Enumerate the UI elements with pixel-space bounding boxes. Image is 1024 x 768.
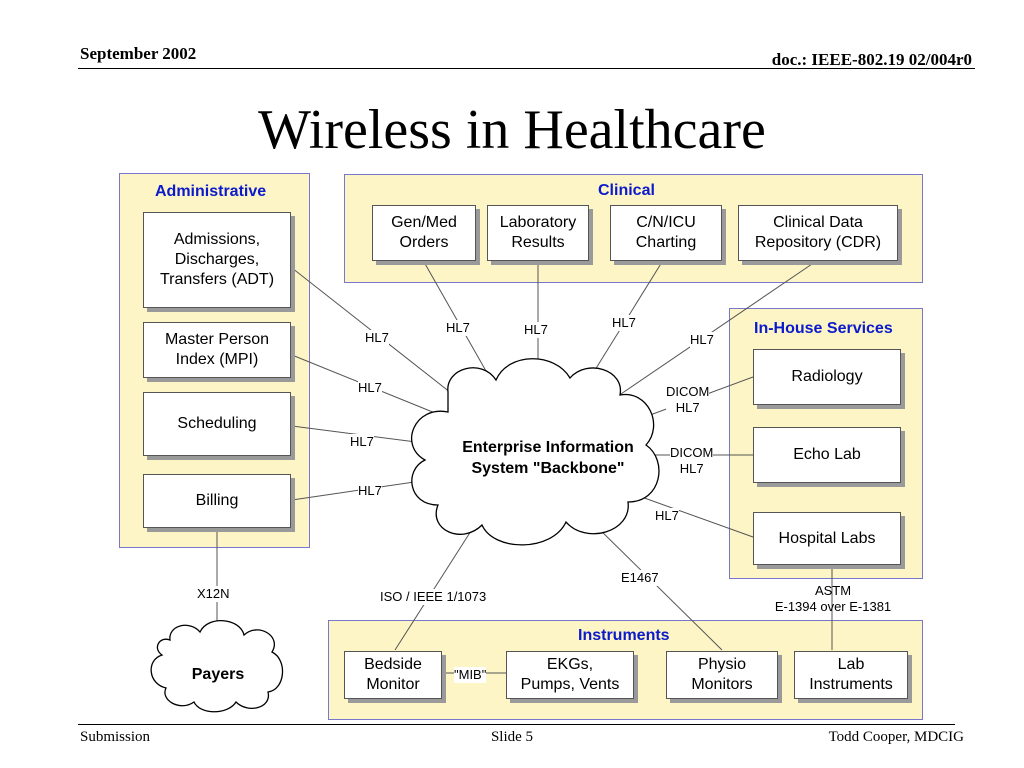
hl7-hosplabs-label: HL7 — [655, 508, 679, 524]
payers-label: Payers — [191, 666, 245, 683]
hl7-billing-label: HL7 — [358, 483, 382, 499]
header-rule — [78, 68, 975, 69]
dicom-echo-label: DICOM HL7 — [670, 445, 714, 477]
hl7-lab-label: HL7 — [524, 322, 548, 338]
bedside-monitor-box: Bedside Monitor — [344, 651, 442, 699]
gen-med-orders-box: Gen/Med Orders — [372, 205, 476, 261]
hl7-cdr-label: HL7 — [690, 332, 714, 348]
clinical-title: Clinical — [598, 182, 655, 199]
connector-hosplabs — [635, 494, 754, 538]
backbone-cloud — [411, 358, 660, 546]
backbone-label: Enterprise Information System "Backbone" — [462, 439, 634, 477]
footer-slide-number: Slide 5 — [490, 729, 534, 745]
billing-box: Billing — [143, 474, 291, 528]
charting-box: C/N/ICU Charting — [610, 205, 722, 261]
mpi-box: Master Person Index (MPI) — [143, 322, 291, 378]
hl7-scheduling-label: HL7 — [350, 434, 374, 450]
astm-label: ASTM E-1394 over E-1381 — [774, 583, 892, 614]
header-doc-id: doc.: IEEE-802.19 02/004r0 — [771, 50, 972, 69]
echo-lab-box: Echo Lab — [753, 427, 901, 483]
connector-physio — [591, 521, 723, 651]
scheduling-box: Scheduling — [143, 392, 291, 456]
instruments-title: Instruments — [578, 627, 670, 644]
hl7-mpi-label: HL7 — [358, 380, 382, 396]
dicom-radiology-label: DICOM HL7 — [666, 384, 710, 416]
hl7-genmed-label: HL7 — [446, 320, 470, 336]
footer-rule — [78, 724, 955, 725]
iso-ieee-label: ISO / IEEE 1/1073 — [380, 589, 487, 605]
e1467-label: E1467 — [621, 570, 659, 586]
footer-submission: Submission — [80, 729, 151, 745]
administrative-title: Administrative — [155, 183, 267, 200]
payers-cloud — [150, 620, 284, 713]
hl7-adt-label: HL7 — [365, 330, 389, 346]
connector-bedside — [394, 519, 479, 651]
x12n-label: X12N — [197, 586, 230, 602]
hospital-labs-box: Hospital Labs — [753, 512, 901, 565]
hl7-charting-label: HL7 — [612, 315, 636, 331]
connector-cdr — [614, 261, 816, 399]
lab-instruments-box: Lab Instruments — [794, 651, 908, 699]
ekgs-box: EKGs, Pumps, Vents — [506, 651, 634, 699]
radiology-box: Radiology — [753, 349, 901, 405]
in-house-title: In-House Services — [754, 320, 893, 337]
cdr-box: Clinical Data Repository (CDR) — [738, 205, 898, 261]
slide-title: Wireless in Healthcare — [258, 99, 766, 161]
laboratory-results-box: Laboratory Results — [487, 205, 589, 261]
header-date: September 2002 — [80, 44, 197, 63]
adt-box: Admissions, Discharges, Transfers (ADT) — [143, 212, 291, 308]
mib-label: "MIB" — [454, 667, 487, 683]
physio-monitors-box: Physio Monitors — [666, 651, 778, 699]
footer-author: Todd Cooper, MDCIG — [828, 729, 964, 745]
